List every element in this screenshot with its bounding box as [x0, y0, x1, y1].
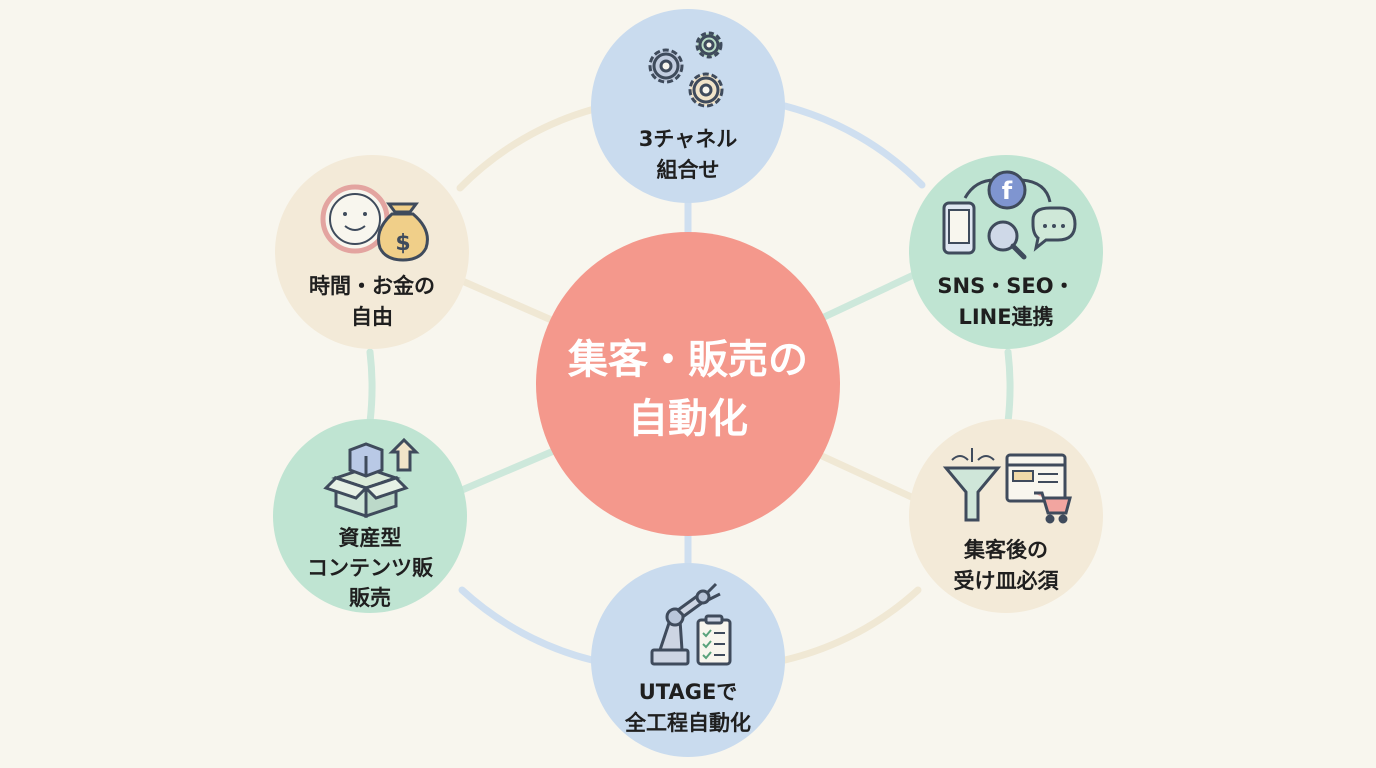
clock-money-icon: $	[320, 184, 429, 262]
facebook-icon	[987, 170, 1027, 210]
node-three-channel-label-line2: 組合せ	[657, 158, 720, 182]
node-freedom: $ 時間・お金の 自由	[275, 155, 469, 349]
center-title-line1: 集客・販売の	[567, 337, 808, 383]
cart-icon	[1034, 491, 1072, 515]
node-sns-seo-line: f SNS・SEO・ LINE連携	[909, 155, 1103, 349]
ring-arc-top-right	[781, 102, 926, 189]
robot-arm-icon	[650, 582, 721, 666]
spoke-top-right	[818, 268, 924, 322]
arrow-up-icon	[388, 437, 420, 472]
ring-arc-bottom-left	[458, 586, 596, 664]
node-freedom-circle	[275, 155, 469, 349]
node-freedom-label-line1: 時間・お金の	[309, 274, 435, 298]
node-funnel-label-line1: 集客後の	[963, 538, 1048, 562]
node-sns-seo-line-label-line2: LINE連携	[958, 305, 1053, 329]
node-funnel: 集客後の 受け皿必須	[909, 419, 1103, 613]
center-hub: 集客・販売の 自動化	[536, 232, 840, 536]
ring-arc-bottom-right	[781, 586, 922, 664]
node-funnel-label-line2: 受け皿必須	[954, 569, 1060, 593]
spoke-bottom-left	[458, 446, 560, 494]
node-asset-content: 資産型 コンテンツ販 販売	[273, 419, 467, 613]
node-utage-label-line1: UTAGEで	[639, 680, 738, 704]
social-media-icon: f	[942, 170, 1077, 260]
box-growth-icon	[323, 437, 420, 519]
svg-text:f: f	[1002, 177, 1013, 205]
node-three-channel-circle	[591, 9, 785, 203]
ring-arc-left	[366, 348, 376, 426]
node-three-channel: 3チャネル 組合せ	[591, 9, 785, 203]
svg-text:$: $	[395, 231, 410, 256]
checklist-icon	[696, 614, 732, 666]
magnifier-icon	[987, 220, 1019, 252]
node-asset-content-label-line3: 販売	[349, 586, 391, 610]
spoke-bottom-right	[818, 452, 922, 504]
node-asset-content-label-line2: コンテンツ販	[307, 556, 434, 580]
center-title-line2: 自動化	[628, 396, 748, 442]
node-utage: UTAGEで 全工程自動化	[591, 563, 785, 757]
node-asset-content-label-line1: 資産型	[339, 526, 402, 550]
center-hub-circle	[536, 232, 840, 536]
node-three-channel-label-line1: 3チャネル	[639, 127, 737, 151]
gears-icon	[648, 31, 724, 108]
money-bag-icon	[386, 202, 419, 214]
node-sns-seo-line-label-line1: SNS・SEO・	[937, 274, 1074, 298]
funnel-icon	[942, 466, 1002, 522]
ring-arc-right	[1004, 348, 1014, 426]
ring-arc-top-left	[456, 104, 602, 192]
node-utage-label-line2: 全工程自動化	[624, 711, 751, 735]
funnel-cart-icon	[942, 448, 1072, 524]
node-freedom-label-line2: 自由	[351, 305, 393, 329]
spoke-top-left	[456, 276, 560, 326]
outer-ring	[366, 102, 1014, 664]
